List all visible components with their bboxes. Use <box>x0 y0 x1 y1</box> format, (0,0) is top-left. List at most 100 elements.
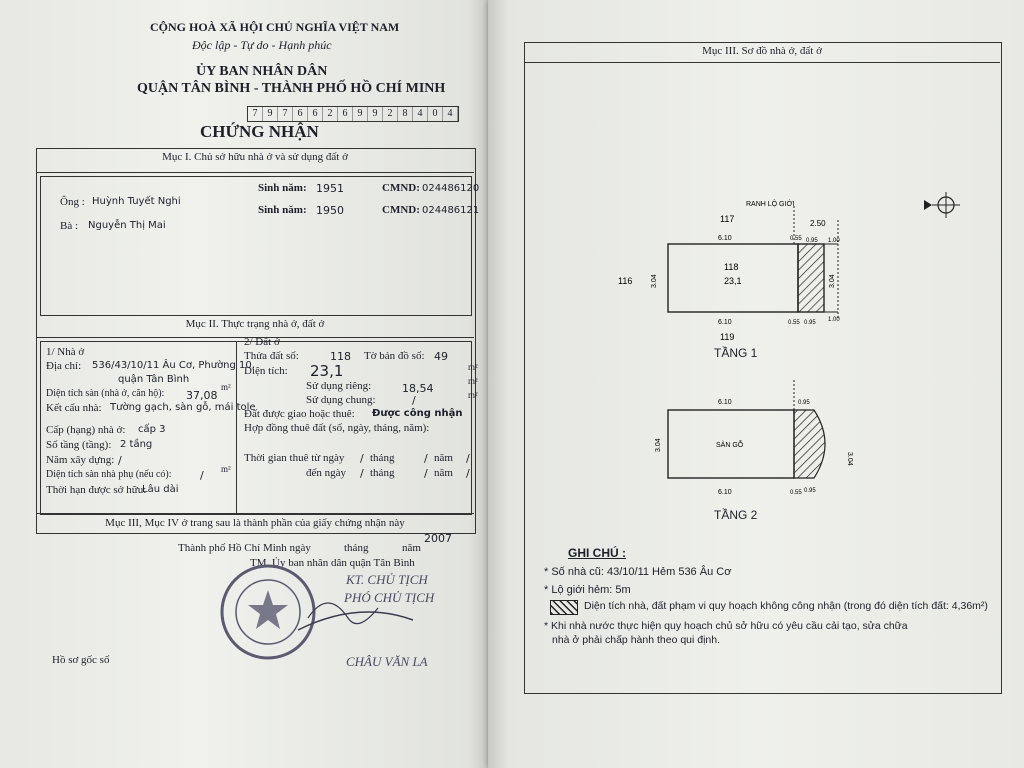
floors-label: Số tầng (tầng): <box>46 439 112 451</box>
owner1-id: 024486120 <box>422 183 480 194</box>
floor2-dim-b-top: 0.95 <box>798 400 810 406</box>
lease-from-label: Thời gian thuê từ ngày <box>244 452 345 464</box>
owner1-name: Huỳnh Tuyết Nghi <box>92 196 181 207</box>
floor2-dim-a-bottom: 0.55 <box>790 490 802 496</box>
floor1-dim-c-top: 1.00 <box>828 238 840 244</box>
floor1-dim-right: 3.04 <box>829 274 836 288</box>
floor2-dim-bottom: 6.10 <box>718 489 732 496</box>
lease-to-year: năm <box>434 467 453 479</box>
owner2-name: Nguyễn Thị Mai <box>88 220 166 231</box>
floor2-dim-top: 6.10 <box>718 399 732 406</box>
shared-use-label: Sử dụng chung: <box>306 394 376 406</box>
floor1-dim-a-bottom: 0.55 <box>788 320 800 326</box>
floor1-road-width: 2.50 <box>810 219 826 228</box>
lease-to-month: tháng <box>370 467 395 479</box>
hatch-legend-icon <box>550 600 578 615</box>
floor1-dim-b-bottom: 0.95 <box>804 320 816 326</box>
owner1-id-label: CMND: <box>382 182 420 194</box>
certificate-left-page: CỘNG HOÀ XÃ HỘI CHỦ NGHĨA VIỆT NAM Độc l… <box>0 0 488 768</box>
map-value: 49 <box>434 350 448 363</box>
owner2-birth-label: Sinh năm: <box>258 204 307 216</box>
serial-digit: 6 <box>338 107 353 121</box>
floor1-dim-a-top: 0.55 <box>790 236 802 242</box>
grade-value: cấp 3 <box>138 424 166 435</box>
owner1-birth-label: Sinh năm: <box>258 182 307 194</box>
aux-area-unit: m² <box>221 464 231 474</box>
map-label: Tờ bản đồ số: <box>364 350 425 362</box>
lease-from-year: năm <box>434 452 453 464</box>
year-value: 2007 <box>424 532 452 545</box>
floor1-dim-b-top: 0.95 <box>806 238 818 244</box>
area-label: Diện tích: <box>244 365 288 377</box>
structure-label: Kết cấu nhà: <box>46 402 102 414</box>
section2-title: Mục II. Thực trạng nhà ở, đất ở <box>185 318 325 330</box>
serial-digit: 9 <box>368 107 383 121</box>
tenure-value: Lâu dài <box>142 484 179 495</box>
serial-digit: 7 <box>278 107 293 121</box>
lease-from-month: tháng <box>370 452 395 464</box>
structure-value: Tường gạch, sàn gỗ, mái tole <box>110 402 256 413</box>
serial-digit: 2 <box>383 107 398 121</box>
serial-digit: 4 <box>413 107 428 121</box>
owner2-id-label: CMND: <box>382 204 420 216</box>
serial-digit: 9 <box>353 107 368 121</box>
floor1-dim-left: 3.04 <box>651 274 658 288</box>
floor2-label: TẦNG 2 <box>714 508 758 522</box>
area-unit: m² <box>468 362 478 372</box>
serial-digit: 9 <box>263 107 278 121</box>
certificate-frame <box>36 148 476 534</box>
nation-title: CỘNG HOÀ XÃ HỘI CHỦ NGHĨA VIỆT NAM <box>150 20 400 34</box>
address-line1: 536/43/10/11 Âu Cơ, Phường 10, <box>92 360 255 371</box>
serial-digit: 7 <box>248 107 263 121</box>
section3-frame <box>524 42 1002 694</box>
address-label: Địa chỉ: <box>46 360 82 372</box>
private-use-value: 18,54 <box>402 382 434 395</box>
motto: Độc lập - Tự do - Hạnh phúc <box>192 38 332 52</box>
owner2-id: 024486121 <box>422 205 480 216</box>
serial-digit: 6 <box>308 107 323 121</box>
shared-use-value: / <box>412 394 416 407</box>
serial-digit: 4 <box>443 107 458 121</box>
lease-from-slash3: / <box>466 452 470 465</box>
notes-heading: GHI CHÚ : <box>568 546 626 560</box>
floors-value: 2 tầng <box>120 439 153 450</box>
owner1-prefix: Ông : <box>60 196 85 208</box>
certificate-title: CHỨNG NHẬN <box>200 122 319 141</box>
tm-line: TM. Ủy ban nhân dân quận Tân Bình <box>250 557 415 569</box>
note-regulation: nhà ở phải chấp hành theo qui định. <box>552 634 721 646</box>
private-use-unit: m² <box>468 376 478 386</box>
year-label: Năm xây dựng: <box>46 454 115 466</box>
lease-from-slash2: / <box>424 452 428 465</box>
year-word: năm <box>402 542 421 554</box>
grade-label: Cấp (hạng) nhà ở: <box>46 424 126 436</box>
parcel-value: 118 <box>330 350 351 363</box>
serial-digit: 2 <box>323 107 338 121</box>
allocation-value: Được công nhận <box>372 408 463 419</box>
lease-from-slash1: / <box>360 452 364 465</box>
owner2-birth: 1950 <box>316 204 344 217</box>
official-seal-icon <box>220 564 414 660</box>
status-box <box>40 341 472 515</box>
floor1-neighbor-top: 117 <box>720 214 734 224</box>
floor-area-value: 37,08 <box>186 389 218 402</box>
floor-area-unit: m² <box>221 382 231 392</box>
floor2-room-label: SÀN GỖ <box>716 440 744 449</box>
floor-area-label: Diện tích sàn (nhà ở, căn hộ): <box>46 388 165 399</box>
lease-to-slash2: / <box>424 467 428 480</box>
floor1-dim-bottom: 6.10 <box>718 319 732 326</box>
vice-chairman: PHÓ CHỦ TỊCH <box>344 590 435 605</box>
floor1-neighbor-left: 116 <box>618 276 632 286</box>
serial-digit: 6 <box>293 107 308 121</box>
lease-to-label: đến ngày <box>306 467 347 479</box>
private-use-label: Sử dụng riêng: <box>306 380 372 392</box>
certificate-right-page: Mục III. Sơ đồ nhà ở, đất ở RANH LỘ GIỚI… <box>488 0 1024 768</box>
section3-title: Mục III. Sơ đồ nhà ở, đất ở <box>702 45 822 57</box>
floor1-neighbor-bottom: 119 <box>720 332 734 340</box>
note-planning-area: Diện tích nhà, đất phạm vi quy hoạch khô… <box>584 600 988 612</box>
tenure-label: Thời hạn được sở hữu: <box>46 484 147 496</box>
lease-to-slash3: / <box>466 467 470 480</box>
serial-digit: 0 <box>428 107 443 121</box>
place-date: Thành phố Hồ Chí Minh ngày <box>178 542 311 554</box>
signer-name: CHÂU VĂN LA <box>346 654 428 669</box>
